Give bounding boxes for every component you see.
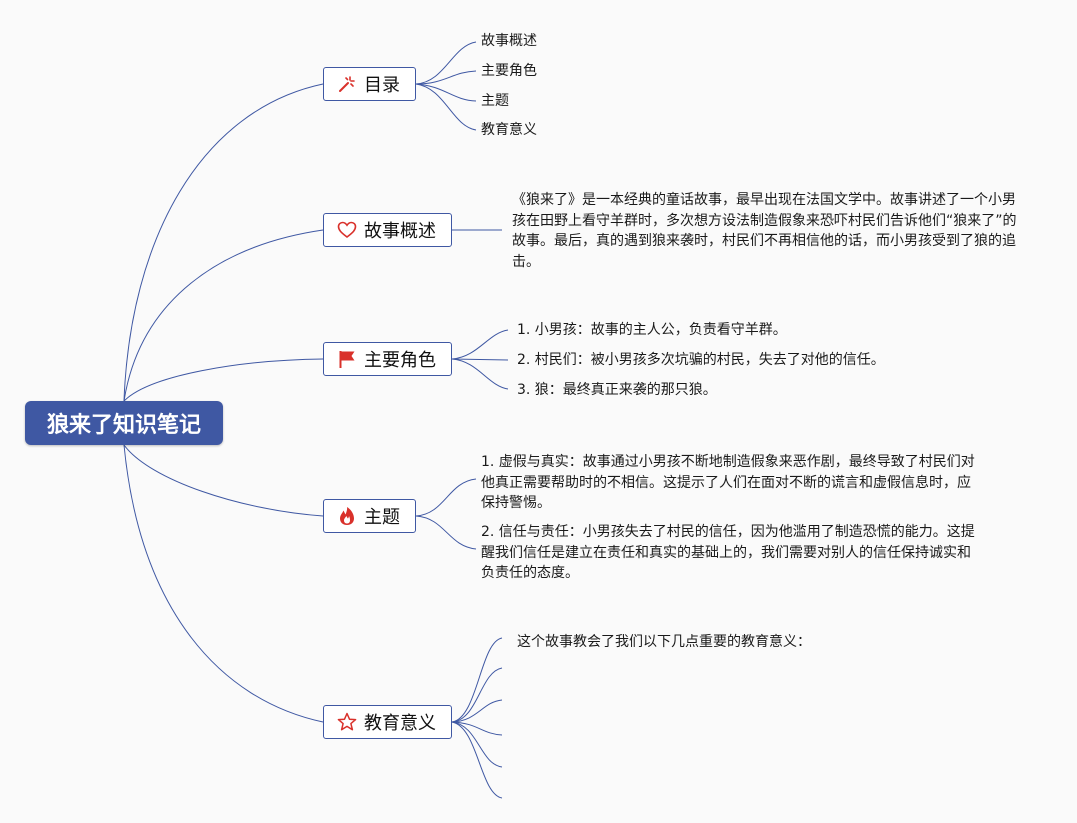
toc-item-3[interactable]: 主题 (481, 93, 509, 109)
connector-education-4 (451, 721, 503, 736)
flag-icon (336, 348, 358, 370)
connector-toc-item-3 (415, 83, 477, 102)
character-item-3[interactable]: 3. 狼：最终真正来袭的那只狼。 (517, 382, 717, 398)
branch-characters[interactable]: 主要角色 (323, 342, 452, 376)
connector-toc-item-1 (415, 41, 477, 85)
heart-icon (336, 219, 358, 241)
connector-root-theme (123, 444, 324, 517)
connector-toc-item-2 (415, 70, 477, 85)
connector-theme-2 (415, 515, 477, 550)
connector-root-characters (123, 358, 324, 402)
branch-story[interactable]: 故事概述 (323, 213, 452, 247)
connector-education-1 (451, 637, 503, 723)
connector-education-3 (451, 699, 503, 723)
connector-character-1 (451, 329, 509, 360)
connector-education-2 (451, 667, 503, 723)
toc-item-4[interactable]: 教育意义 (481, 122, 537, 138)
connector-character-2 (451, 358, 509, 361)
connector-education-5 (451, 721, 503, 768)
branch-toc[interactable]: 目录 (323, 67, 416, 101)
branch-story-label: 故事概述 (364, 221, 436, 242)
story-summary-text[interactable]: 《狼来了》是一本经典的童话故事，最早出现在法国文学中。故事讲述了一个小男孩在田野… (512, 192, 1017, 270)
theme-item-2[interactable]: 2. 信任与责任：小男孩失去了村民的信任，因为他滥用了制造恐慌的能力。这提醒我们… (481, 524, 975, 581)
toc-item-1[interactable]: 故事概述 (481, 33, 537, 49)
connector-toc-item-4 (415, 83, 477, 131)
root-title: 狼来了知识笔记 (46, 413, 201, 438)
branch-theme-label: 主题 (364, 507, 400, 528)
branch-education-label: 教育意义 (364, 713, 436, 734)
connector-theme-1 (415, 478, 477, 517)
character-item-1[interactable]: 1. 小男孩：故事的主人公，负责看守羊群。 (517, 322, 787, 338)
education-item-1[interactable]: 这个故事教会了我们以下几点重要的教育意义： (517, 634, 811, 650)
branch-toc-label: 目录 (364, 75, 400, 96)
character-item-2[interactable]: 2. 村民们：被小男孩多次坑骗的村民，失去了对他的信任。 (517, 352, 885, 368)
branch-education[interactable]: 教育意义 (323, 705, 452, 739)
theme-item-1[interactable]: 1. 虚假与真实：故事通过小男孩不断地制造假象来恶作剧，最终导致了村民们对他真正… (481, 454, 975, 511)
root-topic[interactable]: 狼来了知识笔记 (25, 401, 223, 445)
connector-root-education (123, 444, 324, 723)
branch-theme[interactable]: 主题 (323, 499, 416, 533)
connector-education-6 (451, 721, 503, 799)
magic-wand-icon (336, 73, 358, 95)
connector-character-3 (451, 358, 509, 390)
toc-item-2[interactable]: 主要角色 (481, 63, 537, 79)
star-icon (336, 711, 358, 733)
connector-root-toc (123, 83, 324, 402)
branch-characters-label: 主要角色 (364, 350, 436, 371)
connector-root-story (123, 229, 324, 402)
fire-icon (336, 505, 358, 527)
